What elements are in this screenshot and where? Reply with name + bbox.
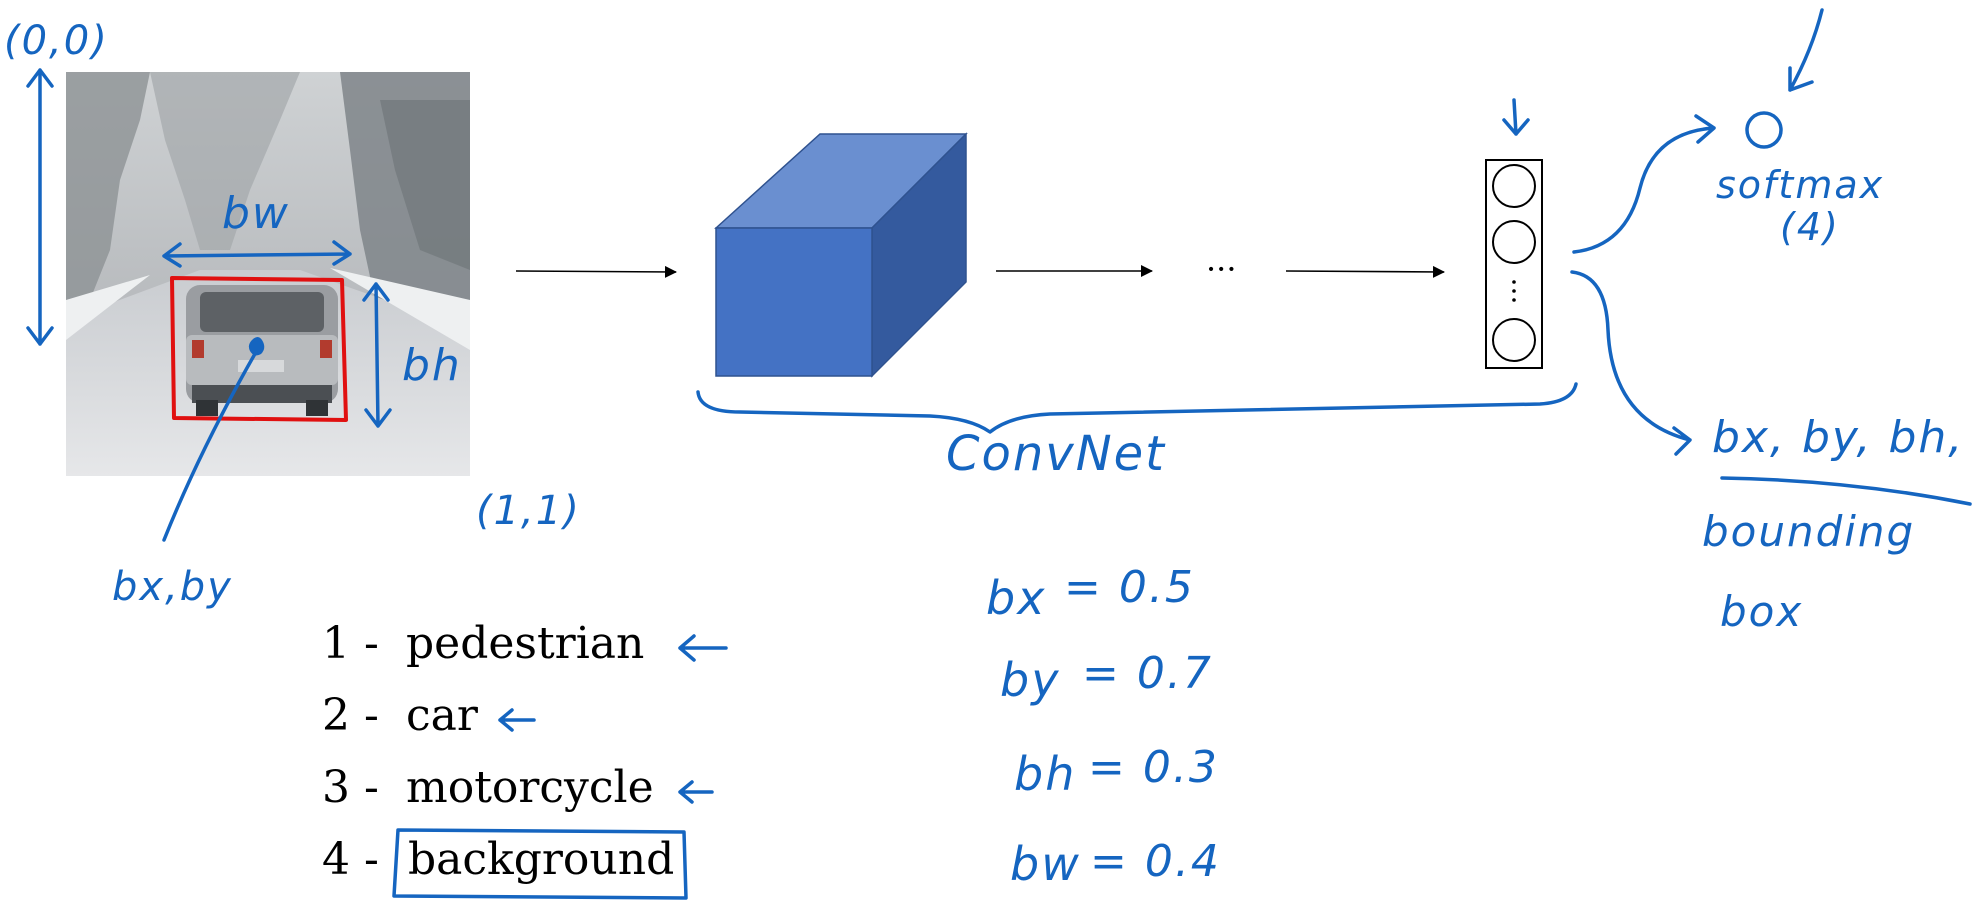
convnet-label: ConvNet bbox=[946, 426, 1166, 482]
value-bx: = 0.5 bbox=[1064, 562, 1195, 613]
ellipsis-arrow bbox=[1285, 265, 1445, 278]
output-neuron bbox=[1492, 164, 1536, 208]
height-label: bh bbox=[402, 340, 462, 391]
example-values: bx = 0.5 by = 0.7 bh = 0.3 bw = 0.4 bbox=[986, 562, 1221, 891]
center-label: bx,by bbox=[112, 564, 233, 610]
output-pointer-arrow bbox=[1502, 98, 1530, 136]
output-neuron bbox=[1492, 220, 1536, 264]
width-label: bw bbox=[222, 188, 290, 239]
pipeline-ellipsis: ··· bbox=[1206, 250, 1237, 288]
input-arrow bbox=[515, 265, 677, 278]
network-pipeline: ··· ConvNet bbox=[515, 98, 1578, 482]
background-highlight-box bbox=[392, 828, 688, 900]
value-label-bh: bh bbox=[1014, 747, 1076, 801]
class-number-1: 1 - bbox=[322, 618, 379, 669]
bbox-underline bbox=[1720, 476, 1972, 506]
value-bw: = 0.4 bbox=[1090, 836, 1221, 887]
origin-label: (0,0) bbox=[4, 18, 109, 64]
value-label-bw: bw bbox=[1010, 837, 1081, 891]
softmax-branch-arrow bbox=[1572, 114, 1716, 254]
bbox-params: bx, by, bh, bw bbox=[1712, 412, 1979, 463]
center-point-mark bbox=[248, 337, 265, 356]
input-photo bbox=[66, 72, 470, 476]
class-name-4: background bbox=[408, 834, 674, 885]
left-vertical-arrow bbox=[26, 68, 54, 346]
width-arrow bbox=[162, 240, 352, 268]
bounding-box-red bbox=[170, 276, 348, 422]
output-layer-vector bbox=[1485, 159, 1543, 369]
convnet-brace bbox=[696, 382, 1578, 434]
bbox-branch-arrow bbox=[1570, 270, 1692, 456]
corner-label: (1,1) bbox=[476, 488, 581, 534]
height-arrow bbox=[362, 282, 392, 428]
value-bh: = 0.3 bbox=[1088, 742, 1219, 793]
output-branches: softmax (4) bx, by, bh, bw bounding box bbox=[1570, 8, 1979, 636]
value-label-bx: bx bbox=[986, 571, 1046, 625]
class-number-4: 4 - bbox=[322, 834, 379, 885]
center-pointer-line bbox=[162, 350, 258, 542]
value-by: = 0.7 bbox=[1082, 648, 1213, 699]
class-number-3: 3 - bbox=[322, 762, 379, 813]
class-number-2: 2 - bbox=[322, 690, 379, 741]
softmax-unit bbox=[1745, 111, 1783, 149]
softmax-pointer-arrow bbox=[1788, 8, 1824, 92]
class-name-1: pedestrian bbox=[406, 618, 644, 669]
value-label-by: by bbox=[1000, 653, 1060, 707]
softmax-label: softmax bbox=[1716, 163, 1884, 207]
bbox-caption-line1: bounding bbox=[1702, 507, 1915, 556]
class-list: 1 - pedestrian 2 - car 3 - motorcycle 4 … bbox=[322, 618, 728, 900]
bbox-caption-line2: box bbox=[1720, 587, 1803, 636]
softmax-count: (4) bbox=[1780, 205, 1840, 249]
class-arrow-2 bbox=[498, 708, 536, 732]
class-arrow-1 bbox=[678, 634, 728, 662]
class-name-3: motorcycle bbox=[406, 762, 654, 813]
class-arrow-3 bbox=[678, 780, 714, 804]
conv-block-cube bbox=[714, 132, 968, 378]
photo-annotations: (0,0) bw bh bx,by (1,1) bbox=[4, 18, 581, 610]
class-name-2: car bbox=[406, 690, 479, 741]
output-neuron bbox=[1492, 318, 1536, 362]
